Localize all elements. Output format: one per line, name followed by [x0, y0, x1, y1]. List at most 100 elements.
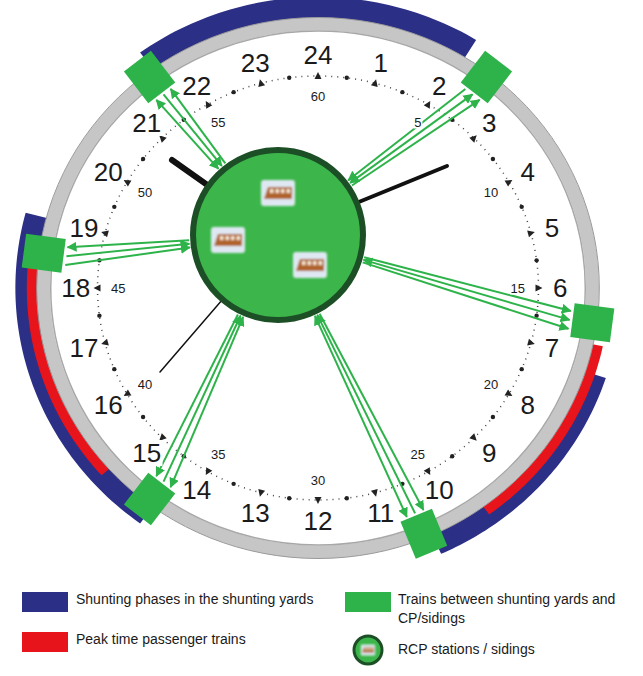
minute-number: 5 — [413, 115, 422, 128]
half-hour-dot — [345, 76, 349, 80]
clock-face — [51, 31, 586, 545]
half-hour-dot — [231, 90, 235, 94]
hour-tick — [505, 177, 515, 187]
hour-number: 21 — [131, 110, 162, 136]
half-hour-dot — [141, 157, 145, 161]
hour-tick — [203, 99, 213, 109]
minute-number: 20 — [483, 378, 499, 391]
train-arrow — [363, 262, 569, 328]
minute-number: 25 — [410, 448, 426, 461]
hour-number: 10 — [424, 477, 455, 503]
half-hour-dot — [287, 496, 291, 500]
hour-number: 20 — [93, 159, 124, 185]
train-arrow — [350, 94, 472, 182]
half-hour-dot — [519, 205, 523, 209]
hour-tick — [257, 78, 266, 87]
hour-number: 17 — [68, 335, 99, 361]
hour-number: 2 — [431, 73, 447, 99]
shunting-yard-box — [570, 303, 614, 342]
minute-number: 15 — [509, 282, 525, 295]
hour-tick — [315, 72, 322, 79]
rcp-station-disc — [193, 150, 363, 320]
hour-number: 5 — [544, 215, 560, 241]
rcp-legend-icon — [354, 636, 382, 664]
train-icon — [293, 252, 327, 278]
hour-tick — [424, 467, 434, 477]
hour-number: 22 — [181, 73, 212, 99]
hour-number: 12 — [303, 508, 334, 534]
hour-number: 4 — [520, 159, 536, 185]
minute-number: 60 — [310, 90, 326, 103]
train-arrow — [164, 94, 222, 166]
hour-number: 9 — [481, 440, 497, 466]
minute-number: 45 — [110, 282, 126, 295]
hour-number: 16 — [93, 392, 124, 418]
hour-number: 15 — [131, 440, 162, 466]
legend-swatch — [345, 592, 391, 612]
hour-tick — [94, 285, 101, 292]
legend-text: Peak time passenger trains — [76, 630, 338, 649]
train-icon — [261, 180, 295, 206]
shunting-yard-box — [124, 51, 175, 103]
hour-number: 19 — [68, 215, 99, 241]
shunting-yard-box — [124, 473, 175, 525]
train-arrow — [320, 314, 424, 510]
legend-swatch — [22, 632, 68, 652]
minute-number: 30 — [310, 474, 326, 487]
train-arrow — [352, 100, 480, 186]
hour-tick — [469, 433, 479, 443]
half-hour-dot — [287, 76, 291, 80]
train-arrow — [317, 315, 415, 514]
hour-tick — [100, 229, 109, 238]
half-hour-dot — [450, 454, 454, 458]
hour-number: 24 — [303, 42, 334, 68]
half-hour-dot — [97, 313, 101, 317]
hour-tick — [100, 339, 109, 348]
minute-ring — [98, 76, 539, 500]
hour-tick — [371, 78, 380, 87]
hour-tick — [257, 489, 266, 498]
legend-text: Trains between shunting yards and CP/sid… — [398, 590, 636, 628]
minute-number: 10 — [483, 186, 499, 199]
minute-number: 35 — [210, 448, 226, 461]
half-hour-dot — [345, 496, 349, 500]
hour-number: 7 — [544, 335, 560, 361]
legend-text: Shunting phases in the shunting yards — [76, 590, 338, 609]
train-icon — [211, 227, 245, 253]
minute-number: 40 — [137, 378, 153, 391]
minute-number: 50 — [137, 186, 153, 199]
hour-tick — [424, 99, 434, 109]
hour-number: 14 — [181, 477, 212, 503]
half-hour-dot — [491, 157, 495, 161]
half-hour-dot — [112, 367, 116, 371]
train-arrow — [363, 260, 569, 320]
hour-number: 1 — [372, 50, 388, 76]
half-hour-dot — [400, 90, 404, 94]
hour-number: 6 — [552, 275, 568, 301]
clock-rim — [43, 24, 592, 552]
hour-tick — [203, 467, 213, 477]
hour-tick — [315, 497, 322, 504]
train-arrow — [156, 314, 238, 476]
legend-swatch — [22, 592, 68, 612]
hour-number: 23 — [240, 50, 271, 76]
hour-tick — [371, 489, 380, 498]
hour-number: 18 — [60, 275, 91, 301]
hour-tick — [505, 389, 515, 399]
minute-number: 55 — [210, 115, 226, 128]
half-hour-dot — [491, 415, 495, 419]
half-hour-dot — [519, 367, 523, 371]
train-arrow — [68, 240, 190, 247]
hour-number: 8 — [520, 392, 536, 418]
hour-number: 13 — [240, 500, 271, 526]
shunting-yard-box — [401, 509, 448, 559]
hour-tick — [535, 285, 542, 292]
train-arrow — [164, 316, 241, 482]
hour-tick — [527, 229, 536, 238]
hour-tick — [469, 133, 479, 143]
shunting-yard-box — [22, 234, 66, 273]
train-arrow — [315, 316, 407, 517]
half-hour-dot — [534, 258, 538, 262]
train-arrow — [364, 257, 571, 311]
hour-number: 11 — [366, 500, 395, 526]
